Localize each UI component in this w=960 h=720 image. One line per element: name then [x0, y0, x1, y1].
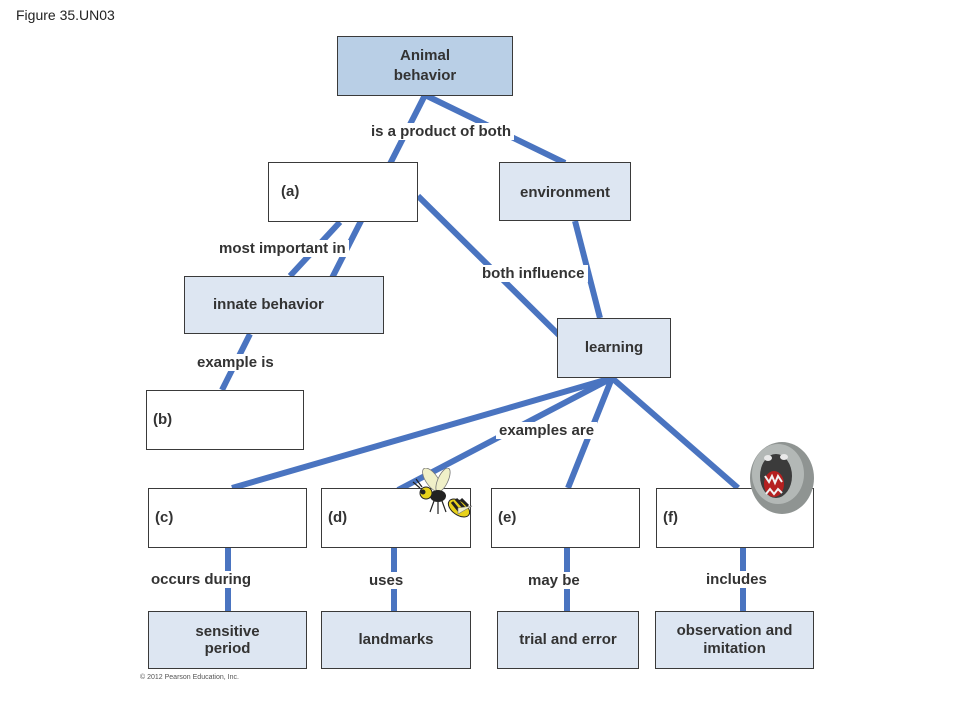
node-observation-line2: imitation: [703, 640, 766, 657]
node-animal-behavior-line2: behavior: [393, 67, 457, 84]
monkey-icon: [750, 442, 814, 514]
node-e-label: (e): [498, 508, 517, 526]
node-trial-and-error: trial and error: [497, 611, 639, 669]
label-both-influence: both influence: [479, 265, 588, 282]
node-f-label: (f): [663, 508, 678, 526]
node-observation-line1: observation and: [676, 622, 793, 639]
label-includes: includes: [703, 571, 770, 588]
node-observation-and-imitation: observation and imitation: [655, 611, 814, 669]
node-a-label: (a): [281, 182, 300, 200]
label-example-is: example is: [194, 354, 277, 371]
figure-label: Figure 35.UN03: [16, 7, 115, 23]
copyright-notice: © 2012 Pearson Education, Inc.: [140, 674, 239, 681]
node-sensitive-period-line1: sensitive: [195, 622, 260, 640]
node-e: (e): [491, 488, 640, 548]
label-may-be: may be: [525, 572, 583, 589]
label-product-of-both: is a product of both: [368, 123, 514, 140]
label-examples-are: examples are: [496, 422, 598, 439]
node-b-label: (b): [153, 410, 173, 428]
node-trial-and-error-label: trial and error: [519, 630, 617, 648]
node-environment-label: environment: [519, 184, 610, 201]
node-learning: learning: [557, 318, 671, 378]
label-most-important-in: most important in: [216, 240, 349, 257]
wasp-icon: [412, 468, 473, 518]
node-sensitive-period: sensitive period: [148, 611, 307, 669]
node-innate-behavior: innate behavior: [184, 276, 384, 334]
line-environment-to-learning: [572, 220, 603, 319]
node-environment: environment: [499, 162, 631, 221]
node-c: (c): [148, 488, 307, 548]
node-a: (a): [268, 162, 418, 222]
node-d-label: (d): [328, 508, 348, 526]
node-c-label: (c): [155, 508, 174, 526]
node-innate-behavior-label: innate behavior: [213, 295, 324, 313]
node-animal-behavior: Animal behavior: [337, 36, 513, 96]
node-animal-behavior-line1: Animal: [399, 46, 450, 64]
node-learning-label: learning: [584, 338, 644, 356]
node-b: (b): [146, 390, 304, 450]
label-occurs-during: occurs during: [148, 571, 255, 588]
node-d: (d): [321, 488, 471, 548]
line-learning-to-c: [231, 375, 613, 491]
line-learning-to-f: [610, 375, 740, 491]
node-landmarks-label: landmarks: [358, 630, 434, 648]
node-landmarks: landmarks: [321, 611, 471, 669]
label-uses: uses: [366, 572, 407, 589]
node-sensitive-period-line2: period: [204, 640, 251, 657]
